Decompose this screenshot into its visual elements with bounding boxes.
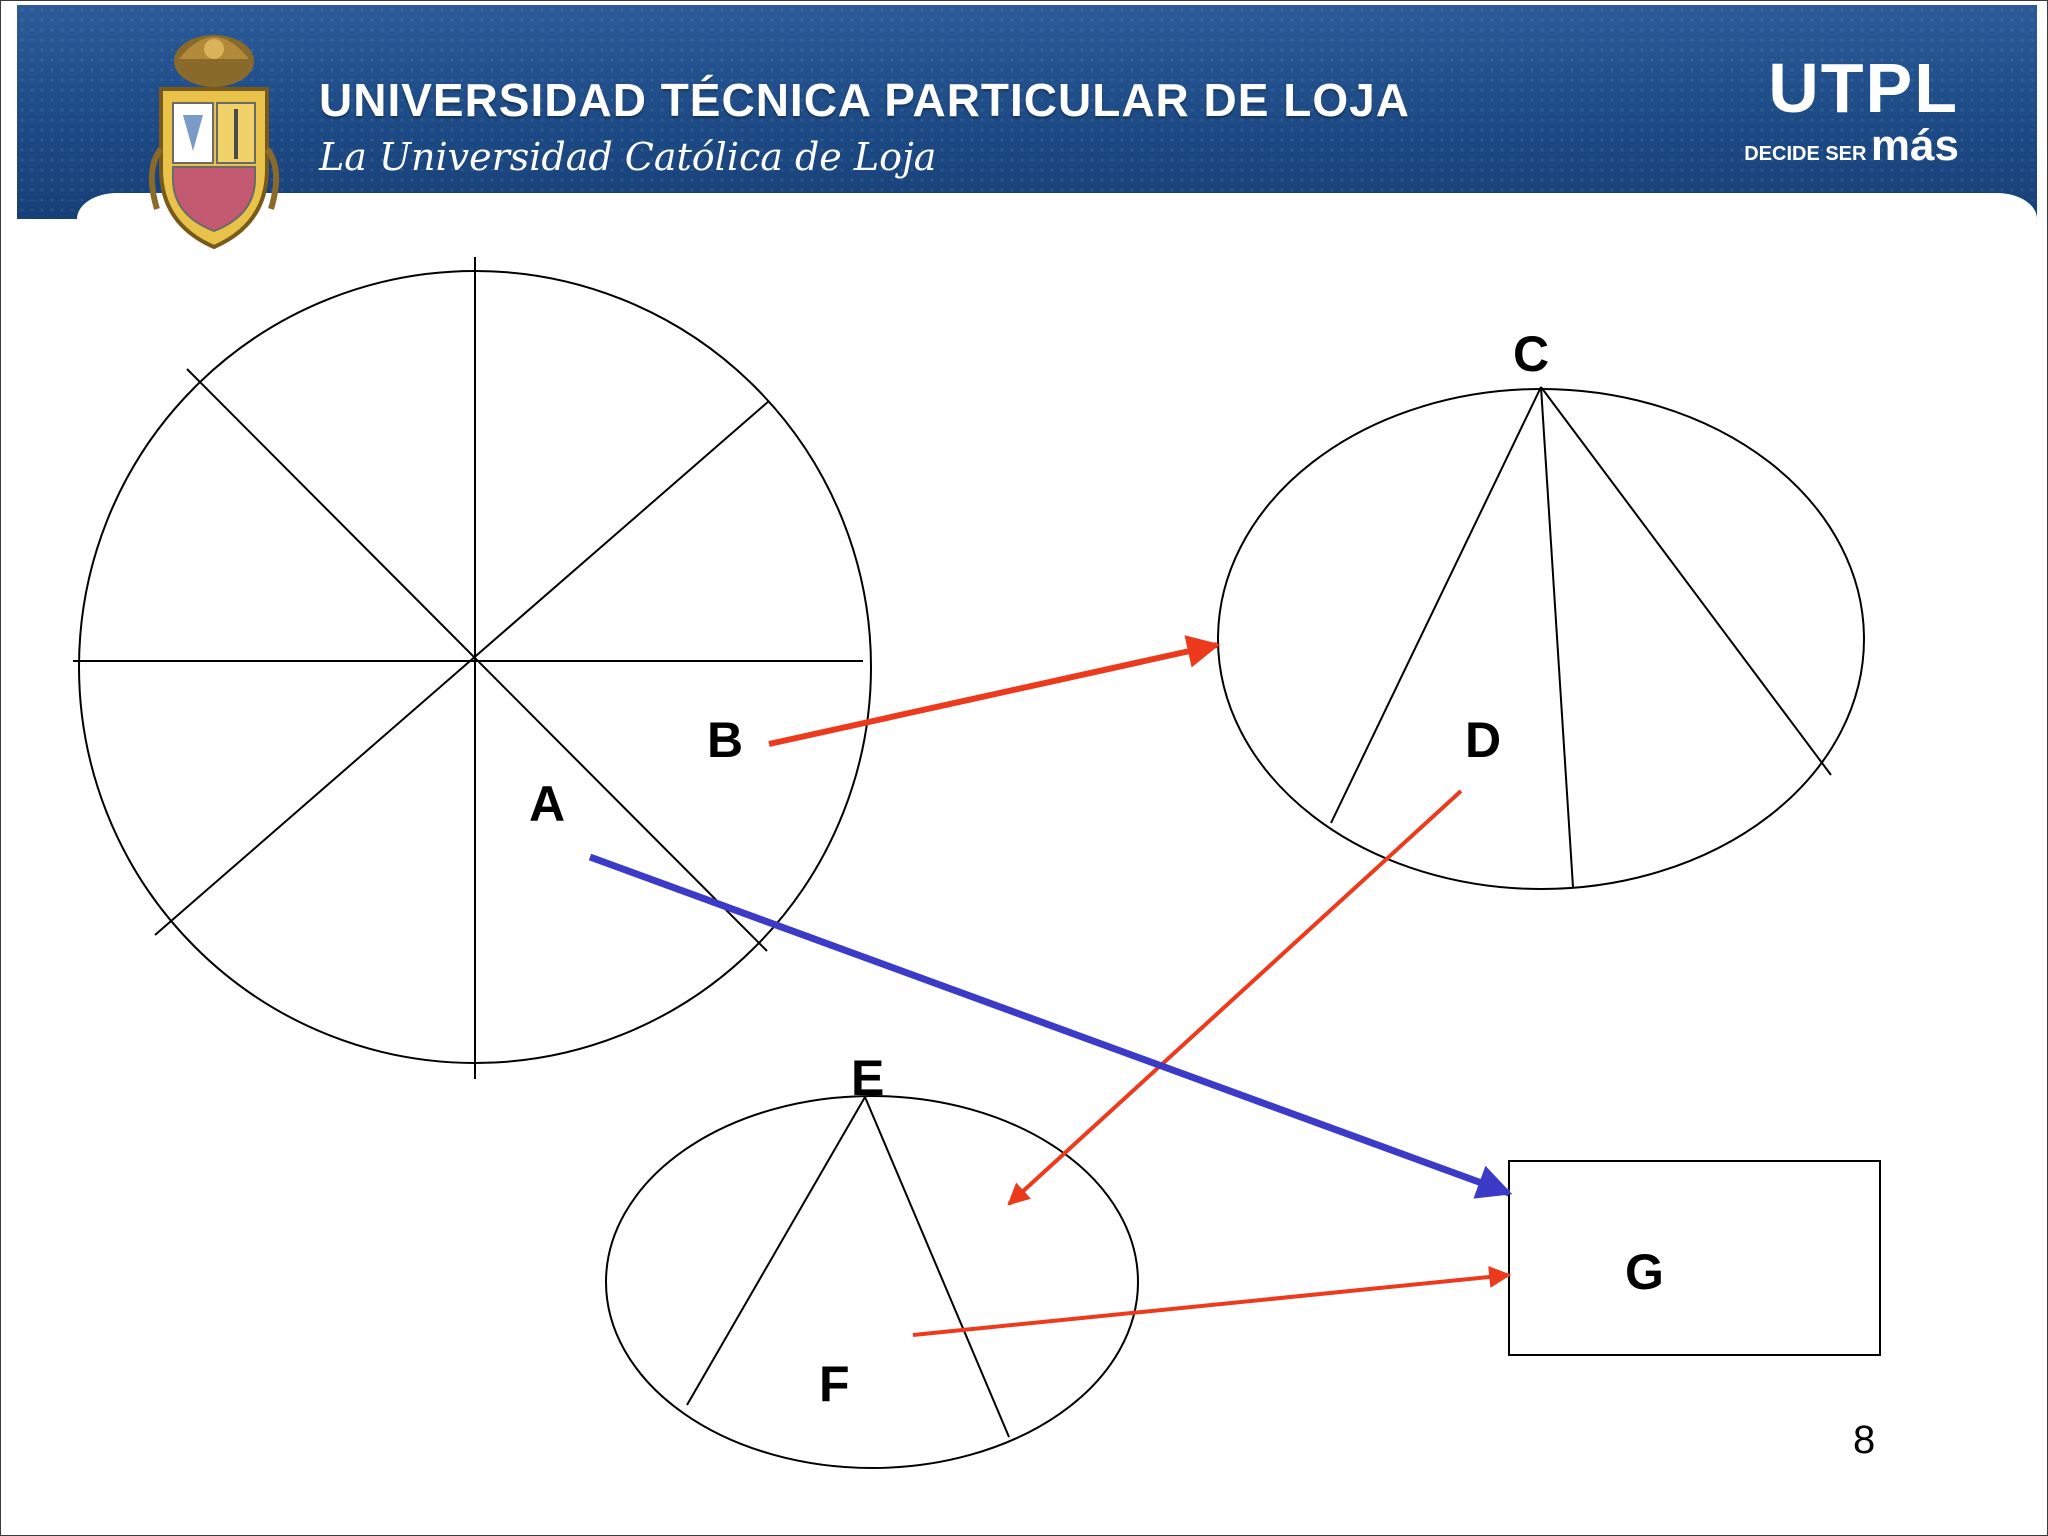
ellipse-e-line-2 bbox=[864, 1096, 1010, 1438]
brand-tagline-big: más bbox=[1870, 121, 1959, 170]
brand-tagline-small: DECIDE SER bbox=[1744, 143, 1867, 165]
ellipse-c-line-3 bbox=[1540, 386, 1832, 776]
ellipse-c bbox=[1217, 388, 1865, 890]
brand-tagline: DECIDE SER más bbox=[1744, 123, 1959, 179]
brand-logo: UTPL DECIDE SER más bbox=[1677, 53, 1967, 173]
box-g bbox=[1508, 1160, 1881, 1356]
label-g: G bbox=[1625, 1244, 1664, 1300]
circle-a-radius-diagonal-2 bbox=[154, 400, 770, 936]
banner-curve bbox=[77, 193, 2037, 219]
ellipse-c-group bbox=[1217, 386, 1865, 890]
label-d: D bbox=[1465, 712, 1501, 768]
ellipse-e-group bbox=[605, 1095, 1139, 1469]
page-number: 8 bbox=[1853, 1418, 1875, 1462]
crest-top bbox=[174, 35, 254, 87]
label-e: E bbox=[851, 1050, 884, 1106]
university-crest-icon bbox=[148, 35, 280, 250]
arrow-f-to-g bbox=[912, 1266, 1512, 1337]
arrow-d-to-e bbox=[1007, 789, 1463, 1206]
label-f: F bbox=[819, 1356, 850, 1412]
header-banner: UNIVERSIDAD TÉCNICA PARTICULAR DE LOJA L… bbox=[17, 5, 2037, 219]
university-subtitle: La Universidad Católica de Loja bbox=[319, 135, 937, 179]
ellipse-e bbox=[605, 1095, 1139, 1469]
arrow-a-to-g bbox=[588, 853, 1513, 1199]
university-title: UNIVERSIDAD TÉCNICA PARTICULAR DE LOJA bbox=[319, 74, 1410, 126]
arrow-b-to-c bbox=[768, 635, 1221, 747]
ellipse-e-line-1 bbox=[686, 1096, 866, 1406]
label-b: B bbox=[707, 712, 743, 768]
ellipse-c-line-2 bbox=[1540, 386, 1574, 888]
label-c: C bbox=[1513, 326, 1549, 382]
label-a: A bbox=[529, 776, 565, 832]
circle-a-group bbox=[73, 257, 872, 1079]
ellipse-c-line-1 bbox=[1330, 386, 1542, 824]
circle-a-radius-diagonal-1 bbox=[186, 368, 768, 952]
brand-mark: UTPL bbox=[1768, 49, 1959, 127]
